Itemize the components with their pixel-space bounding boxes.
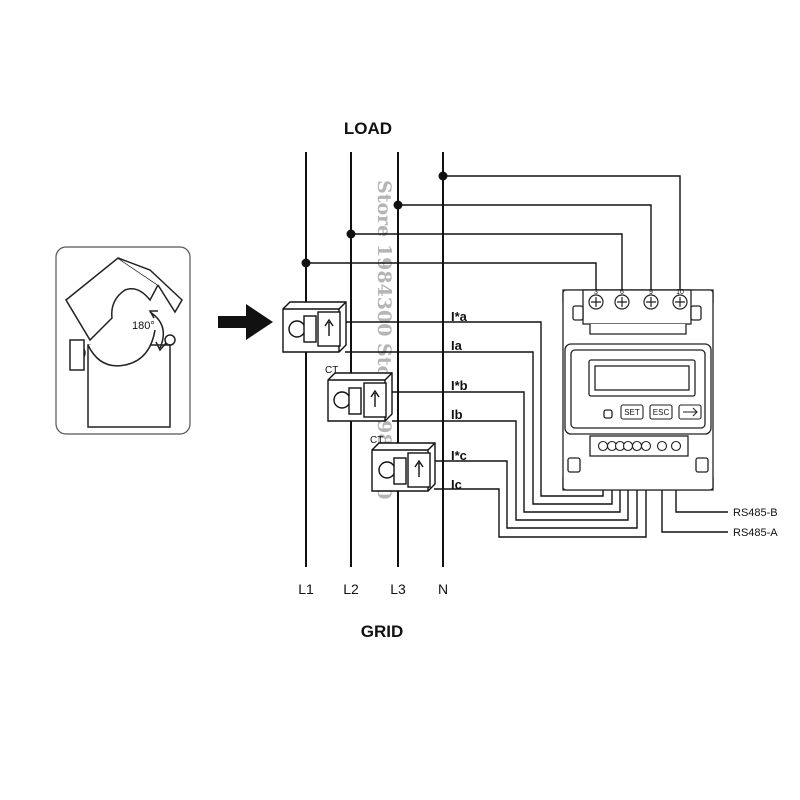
load-label: LOAD [344, 119, 392, 138]
bottom-terminals [597, 440, 682, 452]
terminal-number: 9 [649, 289, 653, 296]
junction-dot [438, 171, 448, 181]
ct-lead-ic: Ic [451, 477, 462, 492]
ct-lead-ic-star: I*c [451, 448, 467, 463]
grid-label: GRID [361, 622, 404, 641]
ct-phase-b [327, 372, 393, 422]
line-label-l1: L1 [298, 581, 314, 597]
ct-phase-a [282, 301, 347, 353]
energy-meter [562, 289, 714, 491]
top-terminals [588, 294, 688, 310]
wire-ib [392, 420, 629, 521]
terminal-number: 10 [676, 289, 684, 296]
ct-label-c: CT [370, 435, 383, 446]
wire-l1-to-terminal-3 [306, 262, 597, 290]
wire-l2-to-terminal-6 [351, 233, 623, 290]
terminal-number: 6 [620, 289, 624, 296]
wire-n-to-terminal-10 [443, 175, 681, 290]
rs485-a-label: RS485-A [733, 527, 778, 539]
ct-lead-ib-star: I*b [451, 378, 468, 393]
junction-dot [346, 229, 356, 239]
line-label-l3: L3 [390, 581, 406, 597]
esc-button [649, 404, 673, 420]
ct-lead-ia-star: I*a [451, 309, 468, 324]
set-button [620, 404, 644, 420]
rs485-b-label: RS485-B [733, 507, 778, 519]
arrow-right-icon [683, 407, 698, 417]
esc-button-label: ESC [653, 408, 670, 417]
wire-ib-star [392, 391, 621, 513]
junction-dot [393, 200, 403, 210]
ct-lead-ia: Ia [451, 338, 463, 353]
line-label-n: N [438, 581, 448, 597]
ct-phase-c [371, 442, 436, 492]
split-core-ct-icon [65, 257, 183, 428]
ct-detail-inset: 180° [55, 246, 191, 435]
wire-ic-star [434, 450, 638, 529]
ct-label-b: CT [325, 365, 338, 376]
set-button-label: SET [624, 408, 640, 417]
rotation-angle-label: 180° [132, 320, 155, 332]
line-label-l2: L2 [343, 581, 359, 597]
terminal-number: 3 [594, 289, 598, 296]
junction-dot [301, 258, 311, 268]
wire-l3-to-terminal-9 [398, 204, 652, 290]
right-arrow-icon [218, 304, 273, 340]
wire-ic [434, 450, 647, 538]
pulse-led [603, 409, 613, 419]
ct-lead-ib: Ib [451, 407, 463, 422]
